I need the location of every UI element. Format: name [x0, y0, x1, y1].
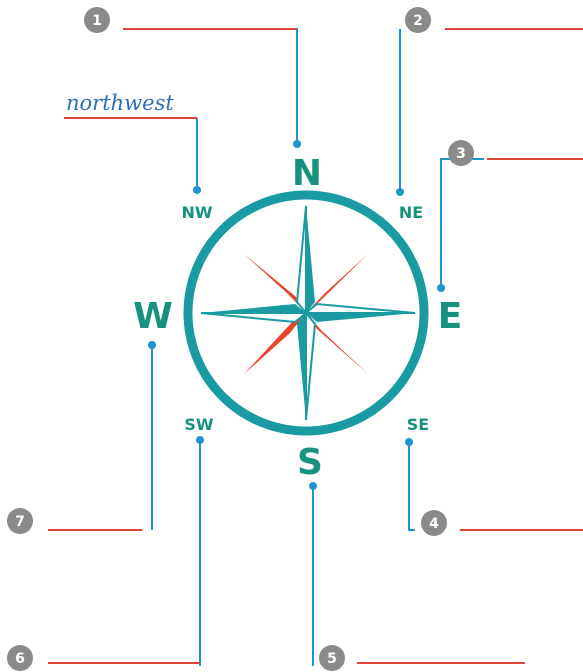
direction-se: SE — [407, 415, 429, 434]
leader-dot — [196, 436, 204, 444]
svg-text:6: 6 — [15, 651, 25, 667]
star-point-w-bottom — [201, 313, 306, 322]
direction-n: N — [292, 153, 322, 194]
leader-dot — [293, 140, 301, 148]
leader-dot — [193, 186, 201, 194]
ray-nw — [244, 254, 306, 313]
example-label: northwest — [66, 91, 174, 115]
svg-text:3: 3 — [456, 146, 466, 162]
star-point-s-right — [306, 313, 315, 420]
star-point-w-top — [201, 304, 306, 313]
direction-sw: SW — [184, 415, 214, 434]
leader-line-3 — [441, 159, 484, 286]
direction-w: W — [133, 296, 173, 337]
direction-ne: NE — [399, 203, 423, 222]
marker-4: 4 — [421, 510, 447, 536]
marker-7: 7 — [7, 508, 33, 534]
leader-dot — [396, 188, 404, 196]
svg-text:2: 2 — [413, 13, 423, 29]
svg-text:5: 5 — [327, 651, 337, 667]
direction-e: E — [438, 296, 463, 337]
leader-dot — [148, 341, 156, 349]
ray-sw — [244, 313, 306, 374]
marker-5: 5 — [319, 645, 345, 671]
direction-nw: NW — [181, 203, 212, 222]
answer-lines — [48, 29, 583, 663]
star-point-n-right — [306, 206, 315, 313]
direction-s: S — [297, 442, 323, 483]
marker-6: 6 — [7, 645, 33, 671]
star-point-s-left — [297, 313, 306, 420]
svg-text:7: 7 — [15, 514, 25, 530]
marker-1: 1 — [84, 7, 110, 33]
star-point-e-bottom — [306, 313, 415, 322]
leader-line-4 — [409, 444, 415, 530]
leader-dot — [405, 438, 413, 446]
compass-star — [201, 206, 415, 420]
leader-dot — [309, 482, 317, 490]
ray-se — [306, 313, 368, 374]
marker-2: 2 — [405, 7, 431, 33]
leader-line-1 — [123, 29, 297, 142]
svg-text:4: 4 — [429, 516, 439, 532]
svg-text:1: 1 — [92, 13, 102, 29]
star-point-e-top — [306, 304, 415, 313]
star-point-n-left — [297, 206, 306, 313]
marker-3: 3 — [448, 140, 474, 166]
leader-dot — [437, 284, 445, 292]
